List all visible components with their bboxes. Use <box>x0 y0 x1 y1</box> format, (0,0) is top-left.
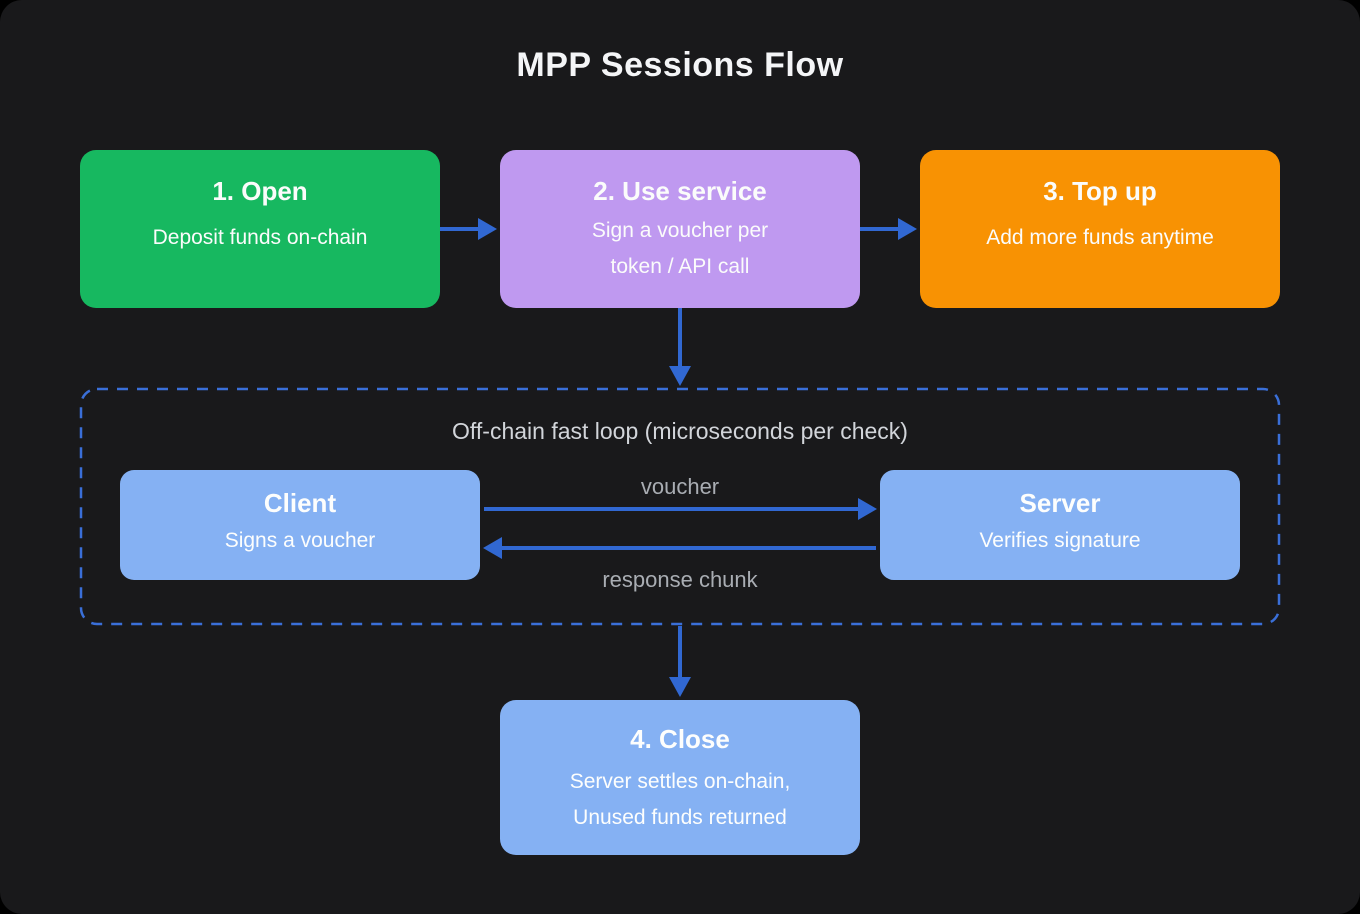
step-open-subtitle: Deposit funds on-chain <box>80 220 440 256</box>
client-subtitle: Signs a voucher <box>224 529 376 552</box>
arrow-use-service-to-top-up-icon <box>860 218 917 240</box>
step-use-service-subtitle: Sign a voucher per token / API call <box>500 213 860 285</box>
client-title: Client <box>263 488 337 518</box>
arrow-loop-to-close-icon <box>669 626 691 697</box>
client-box: Client Signs a voucher <box>120 470 480 580</box>
step-use-service-subtitle-line: Sign a voucher per <box>591 219 769 242</box>
step-close-subtitle-line: Server settles on-chain, <box>569 770 791 793</box>
server-title: Server <box>1019 488 1101 518</box>
step-close-subtitle-line: Unused funds returned <box>573 806 787 829</box>
step-close-subtitle: Server settles on-chain, Unused funds re… <box>500 764 860 836</box>
step-box-use-service: 2. Use service Sign a voucher per token … <box>500 150 860 308</box>
step-open-title: 1. Open <box>212 176 308 206</box>
step-open-subtitle-line: Deposit funds on-chain <box>152 226 368 249</box>
arrow-use-service-to-loop-icon <box>669 308 691 386</box>
step-box-top-up: 3. Top up Add more funds anytime <box>920 150 1280 308</box>
server-box: Server Verifies signature <box>880 470 1240 580</box>
step-close-title: 4. Close <box>630 724 730 754</box>
step-use-service-subtitle-line: token / API call <box>610 255 750 278</box>
step-top-up-subtitle-line: Add more funds anytime <box>986 226 1214 249</box>
server-subtitle: Verifies signature <box>979 529 1141 552</box>
step-top-up-subtitle: Add more funds anytime <box>920 220 1280 256</box>
page-title: MPP Sessions Flow <box>516 46 844 84</box>
arrow-open-to-use-service-icon <box>440 218 497 240</box>
step-use-service-title: 2. Use service <box>593 176 767 206</box>
step-box-close: 4. Close Server settles on-chain, Unused… <box>500 700 860 855</box>
step-top-up-title: 3. Top up <box>1043 176 1157 206</box>
off-chain-loop-label: Off-chain fast loop (microseconds per ch… <box>452 418 908 444</box>
voucher-message-label: voucher <box>640 474 720 499</box>
response-chunk-message-label: response chunk <box>602 567 758 592</box>
step-box-open: 1. Open Deposit funds on-chain <box>80 150 440 308</box>
